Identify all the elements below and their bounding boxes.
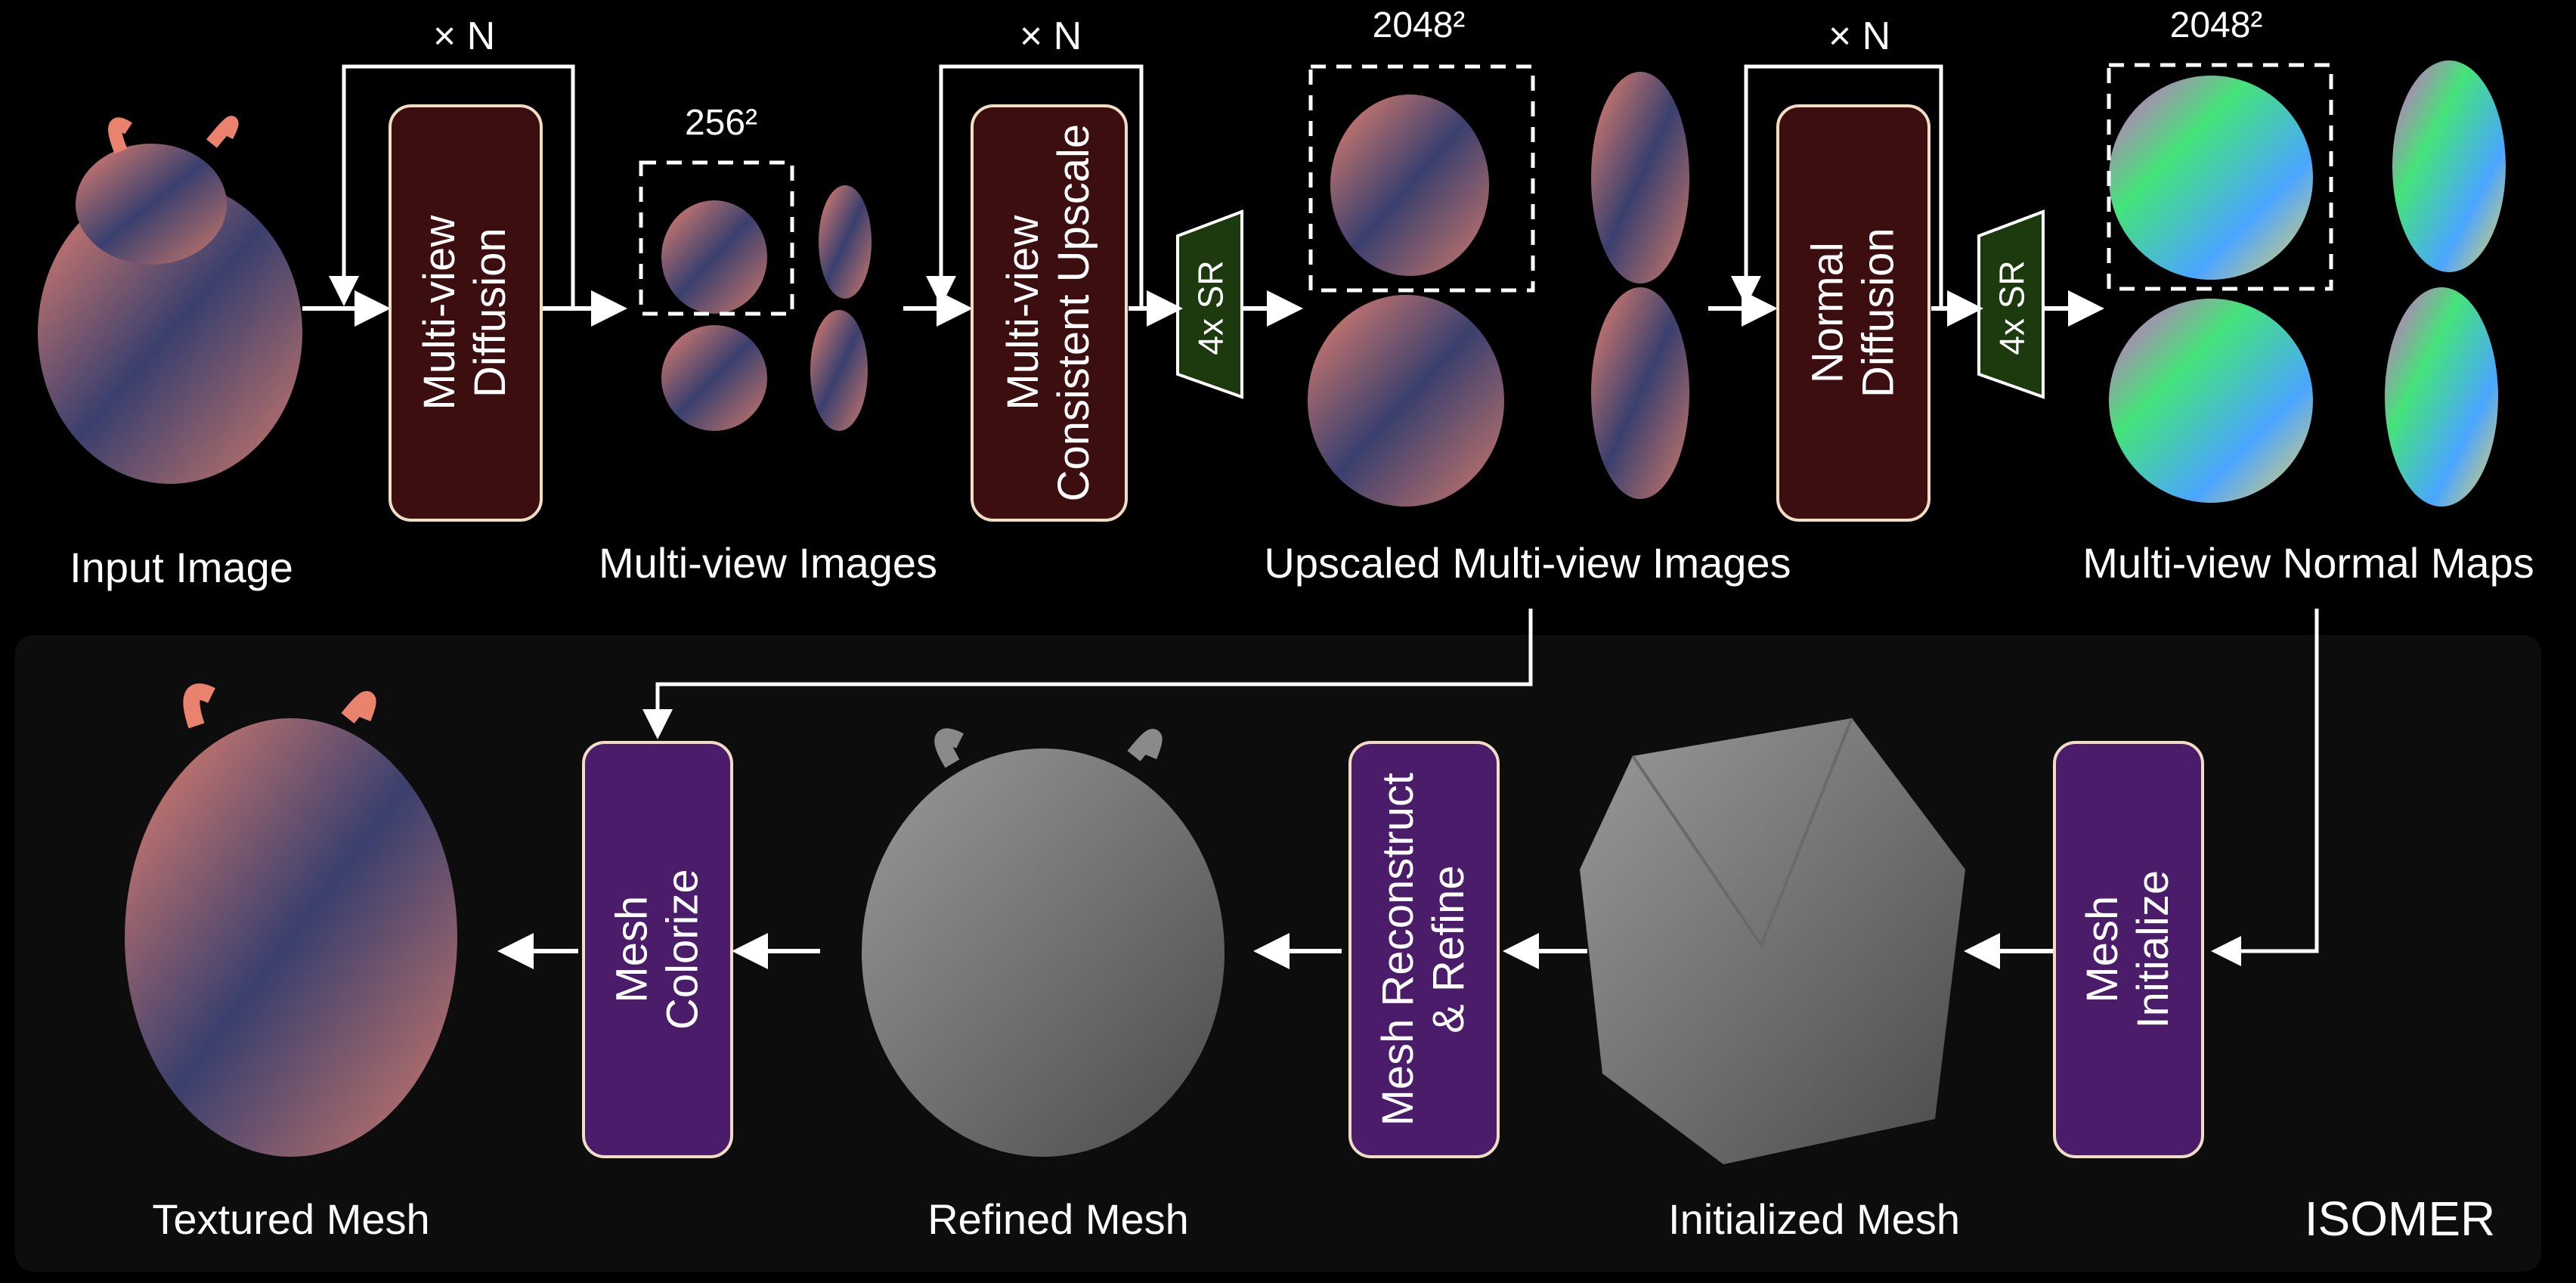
multiview-images-caption: Multi-view Images [598,539,938,587]
normal-diffusion-label: Normal Diffusion [1803,228,1903,398]
multiview-images-thumbs [661,185,872,431]
mesh-colorize-label: Mesh Colorize [607,869,707,1030]
refined-mesh-image [862,728,1225,1157]
mesh-colorize-box: Mesh Colorize [582,741,733,1158]
normal-maps-thumbs [2109,60,2506,507]
isomer-brand-label: ISOMER [2304,1192,2496,1246]
resolution-256: 256² [684,103,758,143]
mesh-reconstruct-box: Mesh Reconstruct & Refine [1348,741,1500,1158]
initialized-mesh-image [1580,717,1965,1164]
mesh-reconstruct-label: Mesh Reconstruct & Refine [1373,773,1473,1126]
repeat-label-3: × N [1828,14,1891,58]
sr-label-1: 4x SR [1191,260,1231,355]
upscaled-images-thumbs [1308,72,1689,507]
resolution-2048-a: 2048² [1372,5,1466,45]
consistent-upscale-label: Multi-view Consistent Upscale [999,124,1098,502]
textured-mesh-caption: Textured Mesh [152,1195,430,1243]
bottom-arrows [497,609,2319,969]
sr-label-2: 4x SR [1992,260,2033,355]
resolution-2048-b: 2048² [2169,5,2263,45]
dashed-box-256 [639,160,794,316]
multiview-diffusion-box: Multi-view Diffusion [389,104,543,522]
dashed-box-2048-b [2107,63,2333,291]
mesh-initialize-box: Mesh Initialize [2053,741,2204,1158]
multiview-diffusion-label: Multi-view Diffusion [415,215,515,411]
mesh-initialize-label: Mesh Initialize [2078,870,2178,1029]
refined-mesh-caption: Refined Mesh [927,1195,1189,1243]
sr-label-1-wrap: 4x SR [1173,260,1249,355]
sr-block-1 [1176,209,1243,399]
consistent-upscale-box: Multi-view Consistent Upscale [971,104,1128,522]
upscaled-images-caption: Upscaled Multi-view Images [1264,539,1791,587]
normal-diffusion-box: Normal Diffusion [1776,104,1930,522]
initialized-mesh-caption: Initialized Mesh [1668,1195,1960,1243]
input-image [38,116,302,484]
top-arrows [302,64,2104,327]
repeat-label-2: × N [1019,14,1082,58]
textured-mesh-image [125,683,457,1157]
normal-maps-caption: Multi-view Normal Maps [2082,539,2534,587]
sr-label-2-wrap: 4x SR [1974,260,2050,355]
sr-block-2 [1977,209,2045,399]
repeat-label-1: × N [432,14,496,58]
dashed-box-2048-a [1308,64,1535,293]
input-image-caption: Input Image [70,544,293,591]
